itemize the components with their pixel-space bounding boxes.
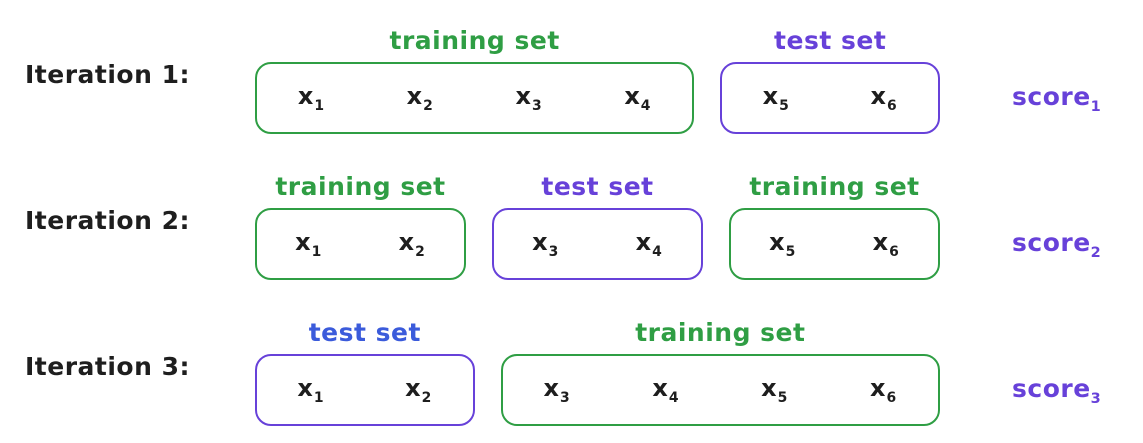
- test-set-box: x1 x2: [255, 354, 475, 426]
- sample-x5: x5: [762, 82, 790, 114]
- sample-x3: x3: [543, 374, 571, 406]
- sample-x5: x5: [761, 374, 789, 406]
- sample-x3: x3: [515, 82, 543, 114]
- iteration-row-1: Iteration 1: training set x1 x2 x3 x4 te…: [0, 18, 1143, 134]
- sample-x4: x4: [652, 374, 680, 406]
- sample-x4: x4: [624, 82, 652, 114]
- training-set-group: training set x3 x4 x5 x6: [500, 310, 940, 426]
- sample-x6: x6: [870, 82, 898, 114]
- sample-x2: x2: [406, 82, 434, 114]
- sample-x2: x2: [405, 374, 433, 406]
- test-set-group: test set x3 x4: [492, 164, 703, 280]
- training-set-group: training set x5 x6: [729, 164, 940, 280]
- test-set-box: x3 x4: [492, 208, 703, 280]
- sample-x1: x1: [297, 82, 325, 114]
- test-set-group: test set x1 x2: [255, 310, 475, 426]
- training-set-label: training set: [749, 171, 920, 201]
- sample-x2: x2: [398, 228, 426, 260]
- training-set-label: training set: [275, 171, 446, 201]
- set-groups: test set x1 x2 training set x3 x4 x5 x6: [255, 310, 940, 426]
- sample-x1: x1: [297, 374, 325, 406]
- sample-x6: x6: [872, 228, 900, 260]
- test-set-label: test set: [774, 25, 887, 55]
- training-set-group: training set x1 x2 x3 x4: [255, 18, 695, 134]
- training-set-label: training set: [635, 317, 806, 347]
- iteration-row-3: Iteration 3: test set x1 x2 training set…: [0, 310, 1143, 426]
- test-set-group: test set x5 x6: [720, 18, 940, 134]
- set-groups: training set x1 x2 x3 x4 test set x5 x6: [255, 18, 940, 134]
- set-groups: training set x1 x2 test set x3 x4 traini…: [255, 164, 940, 280]
- test-set-label: test set: [308, 317, 421, 347]
- sample-x5: x5: [769, 228, 797, 260]
- test-set-label: test set: [541, 171, 654, 201]
- iteration-label: Iteration 2:: [25, 206, 190, 235]
- sample-x1: x1: [295, 228, 323, 260]
- iteration-label: Iteration 3:: [25, 352, 190, 381]
- iteration-label: Iteration 1:: [25, 60, 190, 89]
- score-label: score3: [1012, 374, 1102, 407]
- training-set-label: training set: [389, 25, 560, 55]
- test-set-box: x5 x6: [720, 62, 940, 134]
- iteration-row-2: Iteration 2: training set x1 x2 test set…: [0, 164, 1143, 280]
- training-set-group: training set x1 x2: [255, 164, 466, 280]
- training-set-box: x3 x4 x5 x6: [500, 354, 940, 426]
- sample-x4: x4: [635, 228, 663, 260]
- score-label: score1: [1012, 82, 1102, 115]
- training-set-box: x5 x6: [729, 208, 940, 280]
- sample-x3: x3: [532, 228, 560, 260]
- score-label: score2: [1012, 228, 1102, 261]
- sample-x6: x6: [869, 374, 898, 406]
- training-set-box: x1 x2: [255, 208, 466, 280]
- training-set-box: x1 x2 x3 x4: [255, 62, 695, 134]
